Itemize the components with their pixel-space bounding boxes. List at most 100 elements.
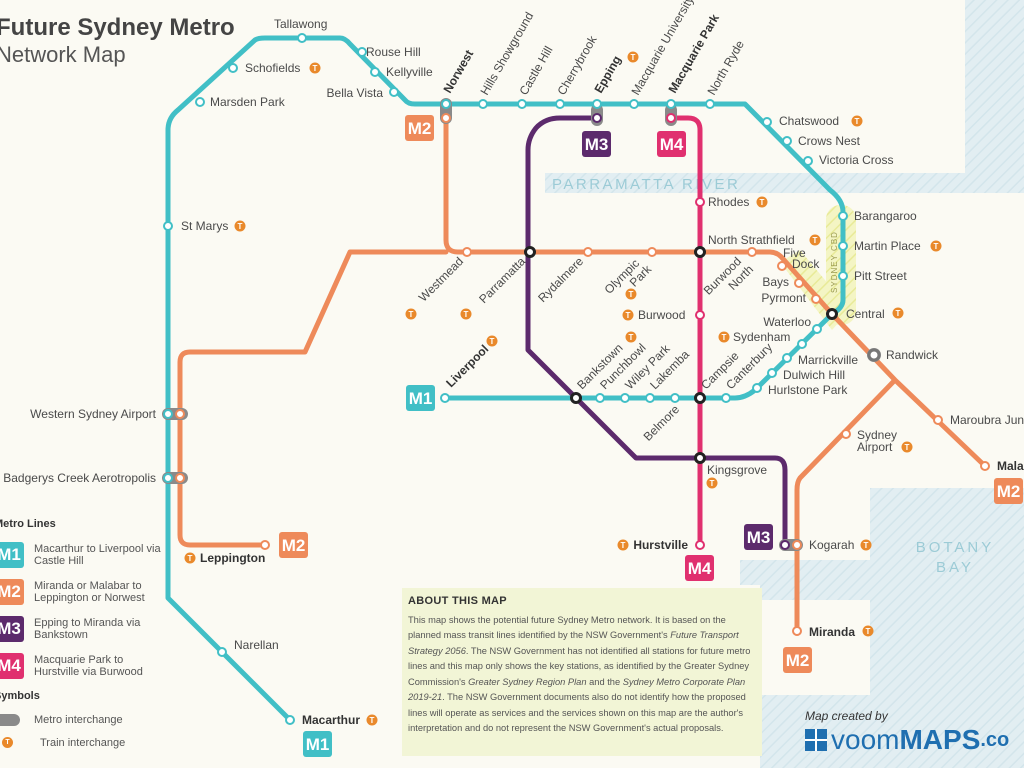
legend-text: Macquarie Park to Hurstville via Burwood [34, 653, 143, 678]
train-icon: T [617, 539, 629, 551]
line-m2 [177, 107, 988, 634]
station-label: Kellyville [386, 65, 433, 79]
m1-stations [163, 33, 848, 725]
train-icon: T [309, 62, 321, 74]
station-label: Victoria Cross [819, 153, 893, 167]
station-label: Sydney [857, 428, 897, 442]
legend-text: Train interchange [40, 736, 126, 749]
logo-text: voom [831, 724, 900, 755]
svg-text:M2: M2 [282, 536, 306, 555]
station-label: Leppington [200, 551, 265, 565]
train-icon: T [892, 307, 904, 319]
badge-m2: M2 [0, 578, 24, 605]
svg-text:T: T [629, 333, 634, 342]
station-label: Waterloo [763, 315, 811, 329]
map-subtitle: Network Map [0, 42, 126, 67]
svg-text:T: T [464, 310, 469, 319]
svg-text:T: T [490, 337, 495, 346]
station-label: Randwick [886, 348, 939, 362]
svg-text:M2: M2 [786, 651, 810, 670]
train-icon: T [862, 625, 874, 637]
station-label: Crows Nest [798, 134, 861, 148]
svg-text:M2: M2 [997, 482, 1021, 501]
train-icon: T [622, 309, 634, 321]
train-icon: T [627, 51, 639, 63]
svg-text:M4: M4 [660, 135, 684, 154]
svg-text:M3: M3 [747, 528, 771, 547]
train-icon: T [706, 477, 718, 489]
about-text-part: This map shows the potential future Sydn… [408, 614, 726, 641]
station-label: Marsden Park [210, 95, 286, 109]
badge-m1: M1 [303, 731, 332, 757]
svg-text:T: T [313, 64, 318, 73]
train-icon: T [625, 288, 637, 300]
train-icon: T [2, 737, 13, 748]
station-label: Miranda [809, 625, 855, 639]
station-label: Hurstville [633, 538, 688, 552]
station-label: Pyrmont [761, 291, 806, 305]
train-icon: T [851, 115, 863, 127]
credit-label: Map created by [805, 709, 888, 723]
badge-m4: M4 [685, 555, 714, 581]
station-label: Badgerys Creek Aerotropolis [3, 471, 156, 485]
about-text-italic: Future Transport Strategy 2056 [408, 630, 739, 656]
train-icon: T [756, 196, 768, 208]
water [545, 0, 1024, 768]
station-label: Maroubra Junction [950, 413, 1024, 427]
train-icon: T [901, 441, 913, 453]
badge-m2: M2 [994, 478, 1023, 504]
badge-m2: M2 [279, 532, 308, 558]
svg-text:T: T [855, 117, 860, 126]
train-icon: T [405, 308, 417, 320]
metro-interchange-icon [0, 713, 20, 726]
train-icon: T [234, 220, 246, 232]
badge-m3: M3 [0, 615, 24, 642]
badge-m4: M4 [657, 131, 686, 157]
svg-text:T: T [813, 236, 818, 245]
botany-bay-label: BOTANY [916, 539, 995, 556]
svg-text:T: T [621, 541, 626, 550]
station-label: Bays [762, 275, 789, 289]
svg-text:T: T [626, 311, 631, 320]
station-label: Rhodes [708, 195, 749, 209]
svg-text:M4: M4 [688, 559, 712, 578]
m2-stations [175, 113, 990, 636]
about-title: ABOUT THIS MAP [408, 595, 507, 607]
station-label: Narellan [234, 638, 279, 652]
svg-text:T: T [866, 627, 871, 636]
station-label: Central [846, 307, 885, 321]
station-label: Burwood [638, 308, 685, 322]
station-label: Schofields [245, 61, 300, 75]
train-icon: T [366, 714, 378, 726]
station-label: Bella Vista [327, 86, 384, 100]
sydney-cbd-label: SYDNEY CBD [830, 231, 839, 293]
train-interchange-icons: T T T T T T T T T T T T T T T T T T T T … [184, 51, 942, 726]
station-label: Macarthur [302, 713, 360, 727]
badge-m2: M2 [405, 115, 434, 141]
logo-tld: .co [980, 728, 1010, 751]
legend-text: Metro interchange [34, 713, 123, 726]
interchange-stations [524, 246, 881, 464]
svg-text:M2: M2 [408, 119, 432, 138]
legend-symbols-title: Symbols [0, 690, 40, 702]
station-label: Dulwich Hill [783, 368, 845, 382]
m4-stations [666, 113, 705, 550]
m3-stations [592, 113, 790, 550]
svg-text:T: T [370, 716, 375, 725]
map-title: Future Sydney Metro [0, 14, 235, 41]
badge-m1: M1 [0, 541, 24, 568]
legend-lines-title: Metro Lines [0, 518, 56, 530]
station-label: Sydenham [733, 330, 790, 344]
station-label: Westmead [416, 254, 466, 304]
station-label: Macquarie University [628, 0, 696, 97]
station-label: North Ryde [704, 38, 747, 98]
about-text-part: and the [586, 676, 623, 687]
about-text-part: . The NSW Government documents also do n… [408, 692, 746, 733]
logo-text-bold: MAPS [899, 724, 981, 755]
